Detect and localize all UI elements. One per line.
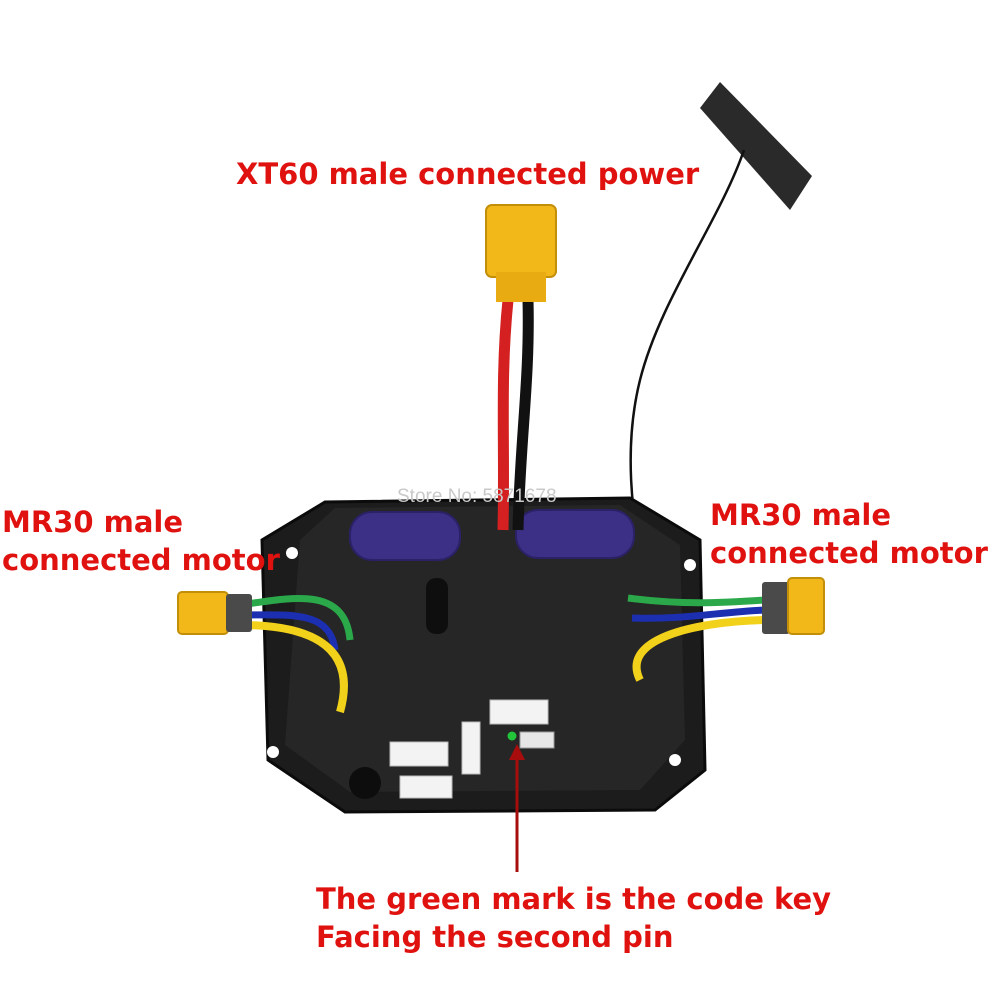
xt60-label: XT60 male connected power xyxy=(236,155,699,193)
mr30-right-line1: MR30 male xyxy=(710,498,892,532)
mr30-left-label: MR30 male connected motor xyxy=(2,503,280,579)
code-key-label: The green mark is the code key Facing th… xyxy=(316,880,831,956)
mr30-left-connector xyxy=(177,591,354,714)
controller-board xyxy=(260,496,707,814)
mr30-right-line2: connected motor xyxy=(710,536,988,570)
code-key-arrow xyxy=(509,744,525,872)
store-watermark: Store No: 5871678 xyxy=(397,486,557,507)
mr30-right-label: MR30 male connected motor xyxy=(710,496,988,572)
xt60-connector xyxy=(485,204,557,531)
mr30-left-line2: connected motor xyxy=(2,543,280,577)
xt60-label-text: XT60 male connected power xyxy=(236,157,700,191)
code-key-line2: Facing the second pin xyxy=(316,920,674,954)
mr30-right-connector xyxy=(627,577,825,682)
code-key-line1: The green mark is the code key xyxy=(316,882,832,916)
mr30-left-line1: MR30 male xyxy=(2,505,184,539)
green-code-mark xyxy=(507,731,517,741)
